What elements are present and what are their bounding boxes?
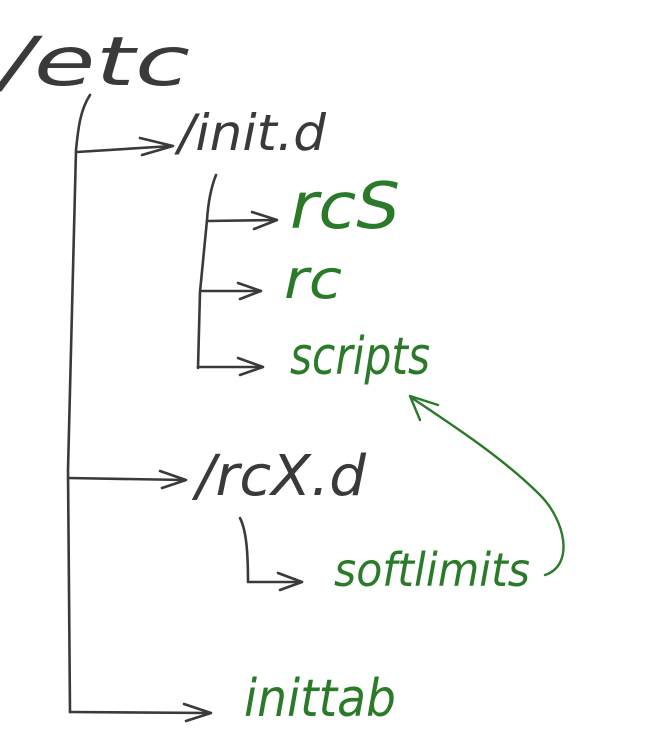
arrowhead-rcx-d bbox=[158, 469, 188, 490]
node-label-rcs: rcS bbox=[290, 170, 400, 244]
branch-arrow-rcx-d bbox=[66, 476, 187, 482]
subtrunk-rcx-d bbox=[238, 516, 302, 584]
node-label-init-d: /init.d bbox=[174, 104, 326, 162]
branch-arrow-inittab bbox=[68, 710, 212, 715]
arrowhead-rcs bbox=[250, 210, 279, 231]
node-label-scripts: scripts bbox=[290, 327, 430, 387]
node-label-inittab: inittab bbox=[244, 669, 396, 729]
arrowhead-init-d bbox=[138, 136, 175, 157]
arrowhead-softlimits bbox=[276, 571, 304, 592]
subtrunk-init-d bbox=[196, 173, 218, 370]
root-label-etc: /etc bbox=[0, 23, 190, 102]
arrowhead-scripts bbox=[236, 356, 265, 377]
arrowhead-rc bbox=[236, 281, 263, 301]
node-label-rcx-d: /rcX.d bbox=[191, 444, 367, 509]
trunk-line-etc bbox=[66, 93, 92, 714]
reference-arrow-softlimits-to-scripts bbox=[410, 396, 565, 577]
node-label-softlimits: softlimits bbox=[334, 543, 530, 597]
branch-arrow-rcs bbox=[205, 218, 278, 223]
branch-arrow-init-d bbox=[75, 144, 174, 154]
arrowhead-inittab bbox=[182, 702, 213, 723]
reference-arrowhead-scripts bbox=[408, 394, 440, 422]
node-label-rc: rc bbox=[284, 248, 342, 311]
